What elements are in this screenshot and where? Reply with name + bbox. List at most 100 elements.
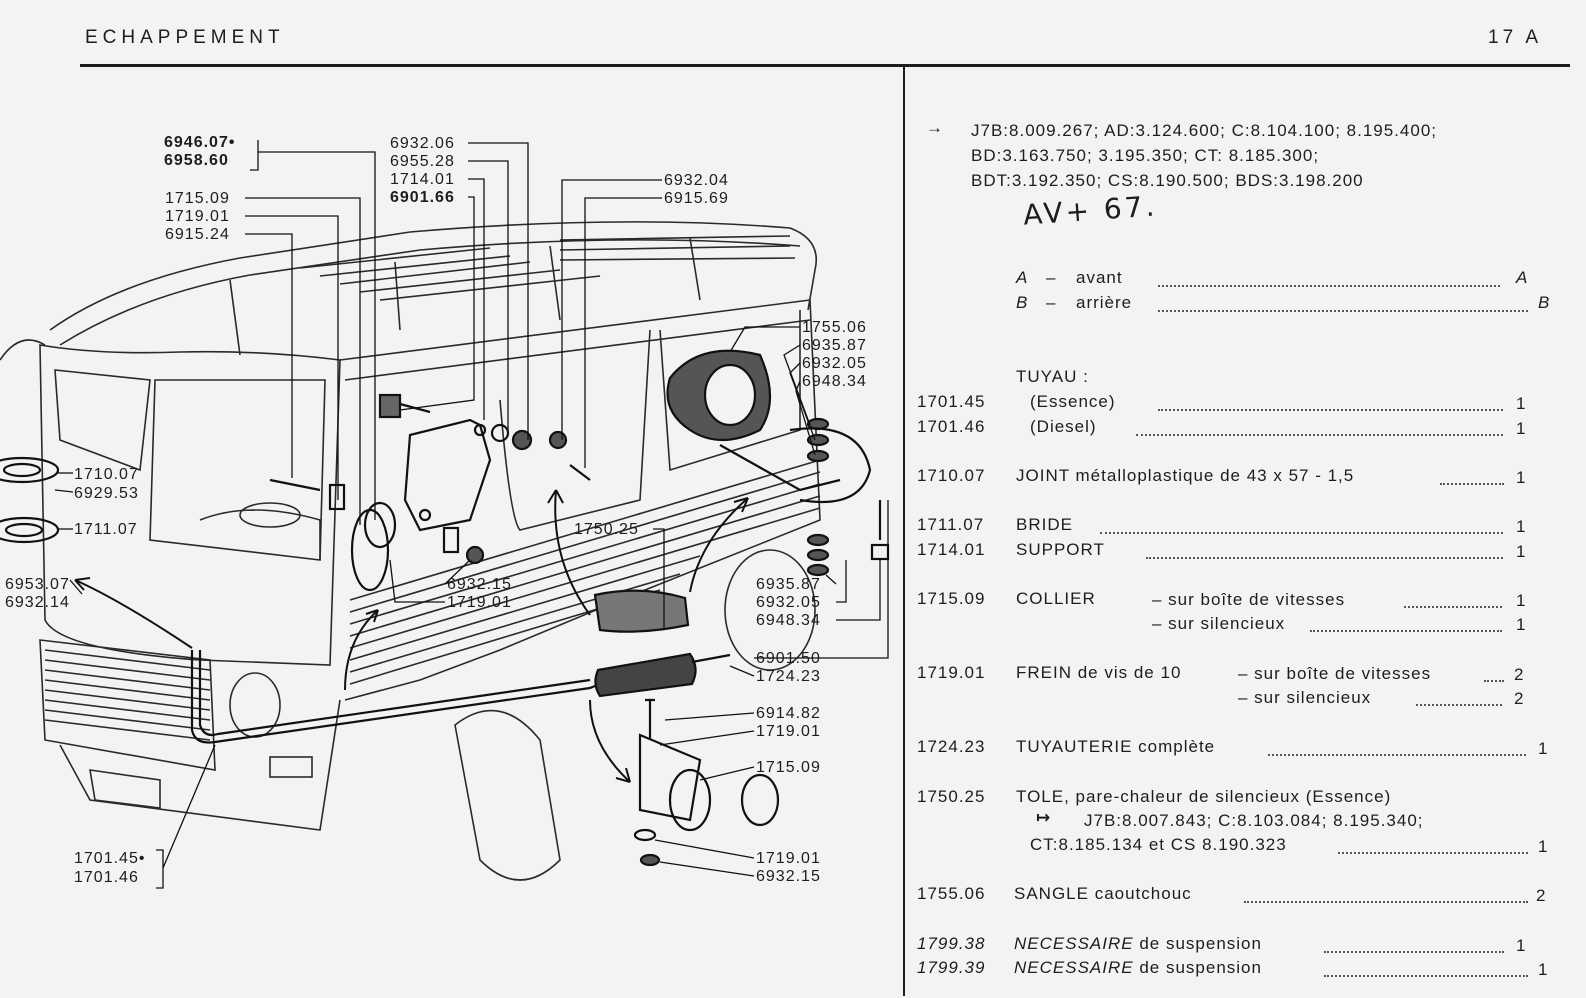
part-variant: – sur silencieux — [1238, 688, 1372, 707]
leader-dots — [1158, 409, 1503, 411]
applicability-arrow-icon: ↦ — [1036, 808, 1052, 827]
part-desc: JOINT métalloplastique de 43 x 57 - 1,5 — [1016, 466, 1355, 485]
part-ref: 1799.39 — [917, 958, 986, 977]
part-desc: (Diesel) — [1030, 417, 1097, 436]
part-desc: SANGLE caoutchouc — [1014, 884, 1192, 903]
part-qty: 1 — [1516, 936, 1527, 955]
leader-dots — [1310, 630, 1502, 632]
leader-dots — [1440, 483, 1504, 485]
part-applicability: J7B:8.007.843; C:8.103.084; 8.195.340; — [1084, 811, 1424, 830]
applicability-line: BDT:3.192.350; CS:8.190.500; BDS:3.198.2… — [971, 171, 1364, 190]
part-ref: 1715.09 — [917, 589, 986, 608]
callout: 6955.28 — [390, 153, 455, 170]
callout: 1715.09 — [165, 190, 230, 207]
leader-dots — [1146, 557, 1503, 559]
legend-key: A — [1016, 268, 1029, 287]
applicability-line: J7B:8.009.267; AD:3.124.600; C:8.104.100… — [971, 121, 1437, 140]
legend-code: B — [1538, 293, 1551, 312]
legend-dash: – — [1046, 293, 1057, 312]
callout: 6915.69 — [664, 190, 729, 207]
part-ref: 1711.07 — [917, 515, 985, 534]
part-ref: 1750.25 — [917, 787, 986, 806]
section-heading: TUYAU : — [1016, 367, 1089, 386]
part-qty: 1 — [1516, 468, 1527, 487]
part-qty: 2 — [1536, 886, 1547, 905]
callout: 1719.01 — [447, 594, 512, 611]
callout: 6953.07 — [5, 576, 70, 593]
leader-dots — [1100, 532, 1503, 534]
callout: 6932.05 — [756, 594, 821, 611]
part-desc: BRIDE — [1016, 515, 1073, 534]
part-desc: FREIN de vis de 10 — [1016, 663, 1182, 682]
handwritten-note: AV+ 67. — [1022, 189, 1159, 232]
part-ref: 1701.45 — [917, 392, 986, 411]
applicability-arrow-icon: → — [926, 118, 944, 137]
callout: 1719.01 — [756, 723, 821, 740]
part-qty: 1 — [1538, 960, 1549, 979]
part-desc: (Essence) — [1030, 392, 1116, 411]
callout: 1750.25 — [574, 521, 639, 538]
part-qty: 1 — [1516, 591, 1527, 610]
leader-dots — [1484, 680, 1504, 682]
part-ref: 1755.06 — [917, 884, 986, 903]
leader-dots — [1404, 606, 1502, 608]
part-qty: 1 — [1516, 419, 1527, 438]
legend-label: avant — [1076, 268, 1123, 287]
callout: 1710.07 — [74, 466, 139, 483]
part-desc: SUPPORT — [1016, 540, 1105, 559]
legend-dash: – — [1046, 268, 1057, 287]
callout: 6901.50 — [756, 650, 821, 667]
callout: 6932.15 — [447, 576, 512, 593]
part-desc: NECESSAIRE de suspension — [1014, 958, 1262, 977]
leader-dots — [1158, 310, 1528, 312]
page-number: 17 A — [1488, 27, 1543, 48]
part-ref: 1724.23 — [917, 737, 986, 756]
part-ref: 1799.38 — [917, 934, 986, 953]
leader-dots — [1268, 754, 1526, 756]
callout: 6929.53 — [74, 485, 139, 502]
legend-label: arrière — [1076, 293, 1133, 312]
callout: 6958.60 — [164, 152, 229, 169]
callout: 6935.87 — [802, 337, 867, 354]
callout: 6932.15 — [756, 868, 821, 885]
callout: 6932.05 — [802, 355, 867, 372]
callout: 6901.66 — [390, 189, 455, 206]
assembly-arrows — [74, 489, 749, 783]
column-divider — [903, 66, 905, 996]
leader-dots — [1338, 852, 1528, 854]
leader-dots — [1158, 285, 1500, 287]
part-qty: 1 — [1516, 542, 1527, 561]
callout: 6914.82 — [756, 705, 821, 722]
part-qty: 1 — [1538, 739, 1549, 758]
part-desc: TOLE, pare-chaleur de silencieux (Essenc… — [1016, 787, 1392, 806]
part-variant: – sur boîte de vitesses — [1238, 664, 1432, 683]
part-variant: – sur silencieux — [1152, 614, 1286, 633]
leader-dots — [1244, 901, 1528, 903]
part-qty: 1 — [1516, 394, 1527, 413]
callout: 6932.06 — [390, 135, 455, 152]
part-qty: 1 — [1538, 837, 1549, 856]
legend-key: B — [1016, 293, 1029, 312]
part-desc: NECESSAIRE de suspension — [1014, 934, 1262, 953]
callout: 1701.45• — [74, 850, 146, 867]
part-variant: – sur boîte de vitesses — [1152, 590, 1346, 609]
van-outline — [0, 221, 821, 881]
legend-code: A — [1516, 268, 1529, 287]
callout: 6948.34 — [802, 373, 867, 390]
callout: 1715.09 — [756, 759, 821, 776]
callout: 6915.24 — [165, 226, 230, 243]
callout: 6932.04 — [664, 172, 729, 189]
callout: 1755.06 — [802, 319, 867, 336]
callout: 1719.01 — [165, 208, 230, 225]
callout: 1711.07 — [74, 521, 138, 538]
part-ref: 1714.01 — [917, 540, 986, 559]
callout: 1719.01 — [756, 850, 821, 867]
callout: 6935.87 — [756, 576, 821, 593]
callout: 6946.07• — [164, 134, 236, 151]
leader-dots — [1324, 951, 1504, 953]
exhaust-parts — [0, 349, 890, 867]
part-desc: COLLIER — [1016, 589, 1096, 608]
leader-dots — [1416, 704, 1502, 706]
part-qty: 2 — [1514, 665, 1525, 684]
